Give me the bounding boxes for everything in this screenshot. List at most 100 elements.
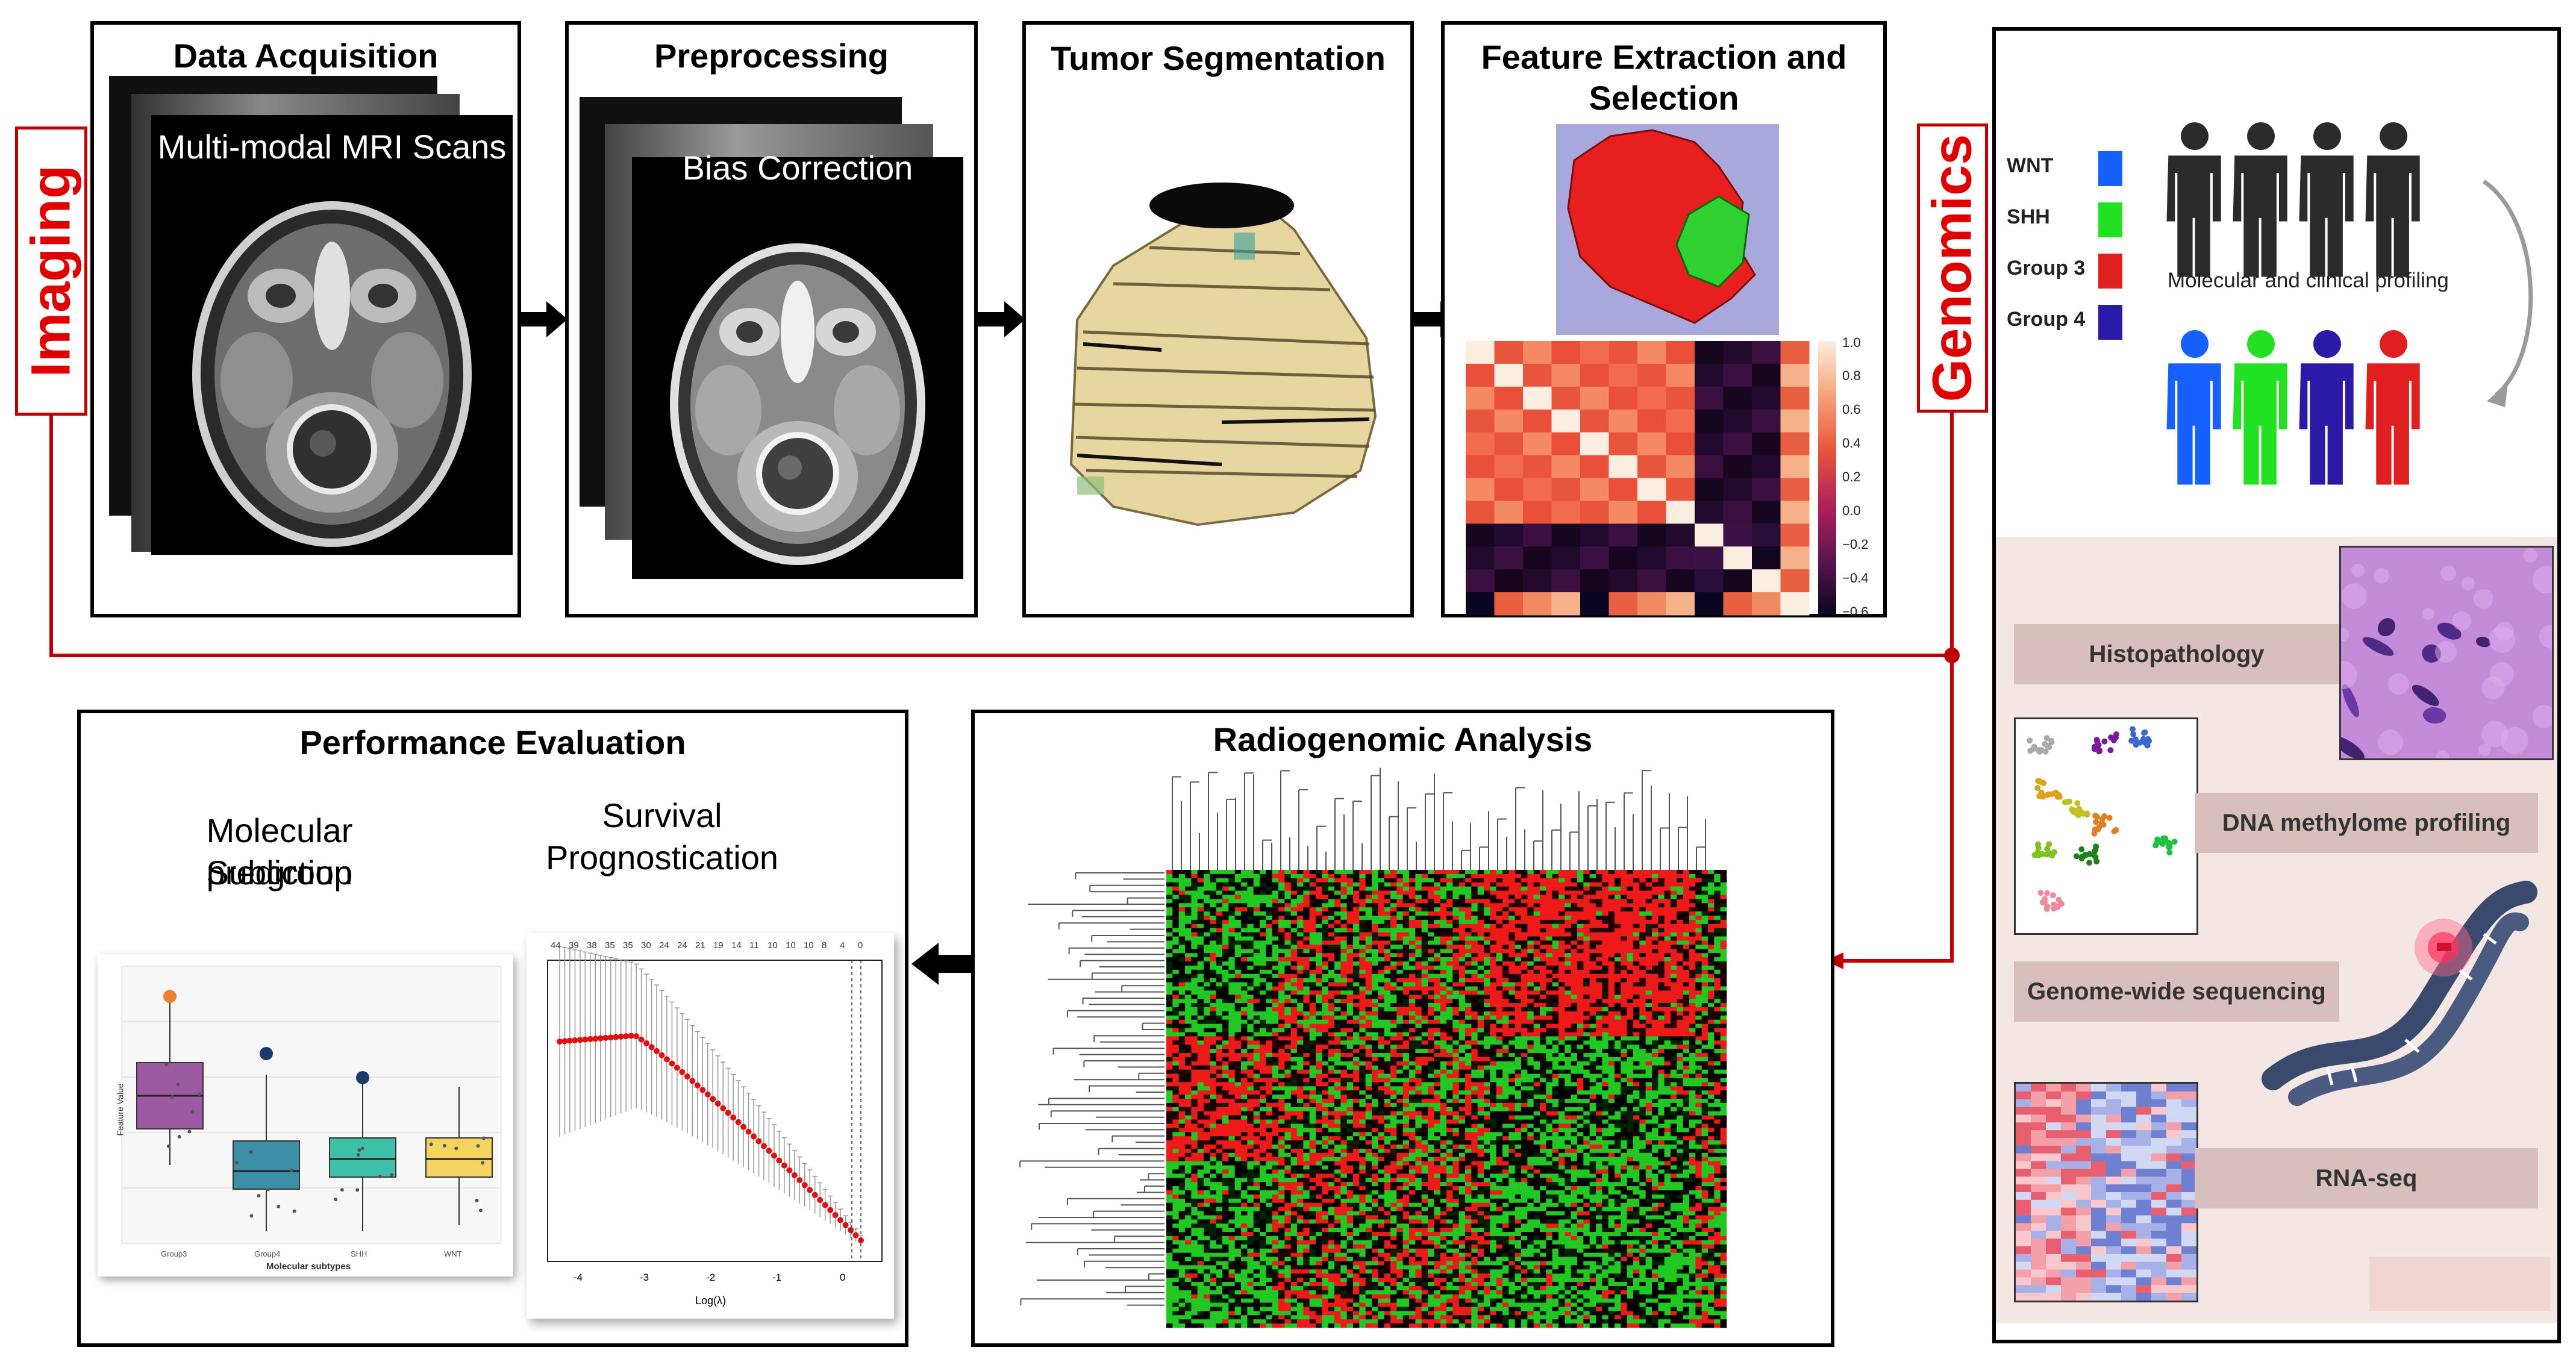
heatmap-cell bbox=[1637, 432, 1666, 456]
colorbar-tick: −0.6 bbox=[1842, 604, 1869, 619]
person-icon bbox=[2299, 330, 2354, 485]
heatmap-cell bbox=[1723, 569, 1752, 593]
heatmap-cell bbox=[1780, 546, 1810, 570]
heatmap-cell bbox=[1752, 341, 1781, 364]
heatmap-cell bbox=[1637, 592, 1666, 616]
heatmap-cell bbox=[1551, 341, 1581, 364]
heatmap-cell bbox=[1752, 523, 1781, 547]
lasso-top-tick: 4 bbox=[840, 940, 845, 951]
preprocessing-title: Preprocessing bbox=[654, 37, 889, 75]
heatmap-cell bbox=[1723, 363, 1752, 387]
heatmap-cell bbox=[1580, 432, 1609, 456]
lasso-xtick: -2 bbox=[706, 1272, 716, 1283]
heatmap-cell bbox=[1695, 432, 1724, 456]
heatmap-cell bbox=[1752, 409, 1781, 433]
heatmap-cell bbox=[1494, 341, 1524, 364]
heatmap-cell bbox=[1780, 569, 1810, 593]
heatmap-cell bbox=[1580, 341, 1609, 364]
lasso-top-tick: 8 bbox=[822, 940, 827, 951]
tumor-mesh-render bbox=[1556, 124, 1779, 335]
heatmap-cell bbox=[1723, 478, 1752, 501]
colorbar-tick: 0.0 bbox=[1842, 503, 1861, 518]
heatmap-cell bbox=[1723, 501, 1752, 524]
heatmap-cell bbox=[1608, 523, 1638, 547]
heatmap-cell bbox=[1466, 478, 1495, 501]
lasso-xtick: -3 bbox=[640, 1272, 649, 1283]
feature-extraction-title-line2: Selection bbox=[1589, 79, 1739, 117]
boxplot-box bbox=[233, 1047, 300, 1231]
omic-band-methylome: DNA methylome profiling bbox=[2195, 793, 2538, 853]
heatmap-cell bbox=[1666, 592, 1695, 616]
lasso-top-tick: 24 bbox=[659, 940, 669, 951]
heatmap-cell bbox=[1608, 501, 1638, 524]
heatmap-cell bbox=[1494, 592, 1524, 616]
heatmap-cell bbox=[1780, 363, 1810, 387]
heatmap-cell bbox=[1695, 592, 1724, 616]
heatmap-cell bbox=[1580, 455, 1609, 478]
lasso-top-tick: 30 bbox=[641, 940, 651, 951]
heatmap-cell bbox=[1752, 363, 1781, 387]
heatmap-cell bbox=[1752, 432, 1781, 456]
legend-swatch bbox=[2098, 254, 2122, 289]
lasso-top-tick: 11 bbox=[749, 940, 759, 951]
heatmap-cell bbox=[1637, 455, 1666, 478]
lasso-xtick: 0 bbox=[840, 1272, 846, 1283]
heatmap-cell bbox=[1752, 569, 1781, 593]
heatmap-cell bbox=[1780, 341, 1810, 364]
legend-swatch bbox=[2098, 305, 2122, 340]
heatmap-cell bbox=[1752, 455, 1781, 478]
molecular-subgroup-label-line1: Molecular Subgroup bbox=[206, 811, 353, 892]
heatmap-cell bbox=[1695, 501, 1724, 524]
colorbar-tick: 0.6 bbox=[1842, 402, 1861, 417]
colorbar-tick: −0.2 bbox=[1842, 537, 1869, 552]
tumor-segmentation-panel: Tumor Segmentation bbox=[1022, 21, 1414, 617]
lasso-top-tick: 19 bbox=[713, 940, 724, 951]
heatmap-cell bbox=[1780, 592, 1810, 616]
colorbar-tick: −0.4 bbox=[1842, 570, 1869, 586]
heatmap-cell bbox=[1494, 569, 1524, 593]
imaging-label: Imaging bbox=[15, 127, 87, 416]
lasso-top-tick: 10 bbox=[804, 940, 814, 951]
tumor-3d-render bbox=[1069, 183, 1377, 526]
heatmap-cell bbox=[1780, 478, 1810, 501]
heatmap-cell bbox=[1637, 523, 1666, 547]
heatmap-cell bbox=[1723, 523, 1752, 547]
legend-label: Group 4 bbox=[2007, 308, 2086, 331]
heatmap-cell bbox=[1580, 363, 1609, 387]
heatmap-cell bbox=[1580, 478, 1609, 501]
heatmap-cell bbox=[1695, 546, 1724, 570]
radiogenomic-analysis-panel: Radiogenomic Analysis bbox=[971, 710, 1834, 1347]
radiogenomic-heatmap bbox=[1166, 870, 1727, 1328]
heatmap-cell bbox=[1666, 523, 1695, 547]
heatmap-cell bbox=[1580, 501, 1609, 524]
heatmap-cell bbox=[1666, 363, 1695, 387]
heatmap-cell bbox=[1523, 546, 1552, 570]
heatmap-cell bbox=[1551, 432, 1581, 456]
heatmap-cell bbox=[1666, 341, 1695, 364]
heatmap-cell bbox=[1637, 386, 1666, 410]
heatmap-cell bbox=[1695, 363, 1724, 387]
survival-label-line1: Survival bbox=[602, 796, 722, 834]
heatmap-cell bbox=[1666, 409, 1695, 433]
heatmap-cell bbox=[1780, 455, 1810, 478]
heatmap-cell bbox=[1780, 501, 1810, 524]
mri-scan-image: Multi-modal MRI Scans bbox=[151, 115, 513, 555]
heatmap-cell bbox=[1666, 455, 1695, 478]
heatmap-cell bbox=[1637, 363, 1666, 387]
preprocessing-panel: Preprocessing Bias Correction bbox=[565, 21, 978, 617]
boxplot-category: Group4 bbox=[254, 1249, 281, 1258]
person-icon bbox=[2233, 330, 2287, 485]
performance-evaluation-panel: Performance Evaluation Molecular Subgrou… bbox=[77, 710, 908, 1347]
heatmap-cell bbox=[1695, 569, 1724, 593]
legend-label: SHH bbox=[2007, 205, 2050, 228]
heatmap-cell bbox=[1723, 546, 1752, 570]
heatmap-cell bbox=[1752, 386, 1781, 410]
heatmap-cell bbox=[1608, 363, 1638, 387]
genomics-panel: WNT SHH Group 3 Group 4 Molecular and cl… bbox=[1992, 27, 2561, 1343]
heatmap-cell bbox=[1723, 432, 1752, 456]
heatmap-cell bbox=[1551, 569, 1581, 593]
omics-section: Histopathology DNA methylome profiling G… bbox=[1996, 537, 2557, 1323]
heatmap-cell bbox=[1466, 523, 1495, 547]
